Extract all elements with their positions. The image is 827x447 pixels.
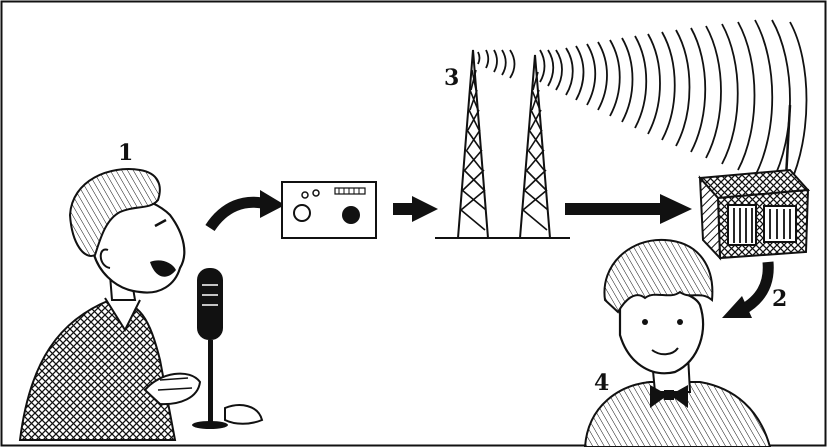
label-speaker: 1	[118, 140, 133, 166]
label-towers: 3	[444, 65, 459, 91]
transmitter-box-icon	[282, 182, 376, 238]
label-receiver: 2	[772, 286, 787, 312]
label-listener: 4	[594, 370, 609, 396]
